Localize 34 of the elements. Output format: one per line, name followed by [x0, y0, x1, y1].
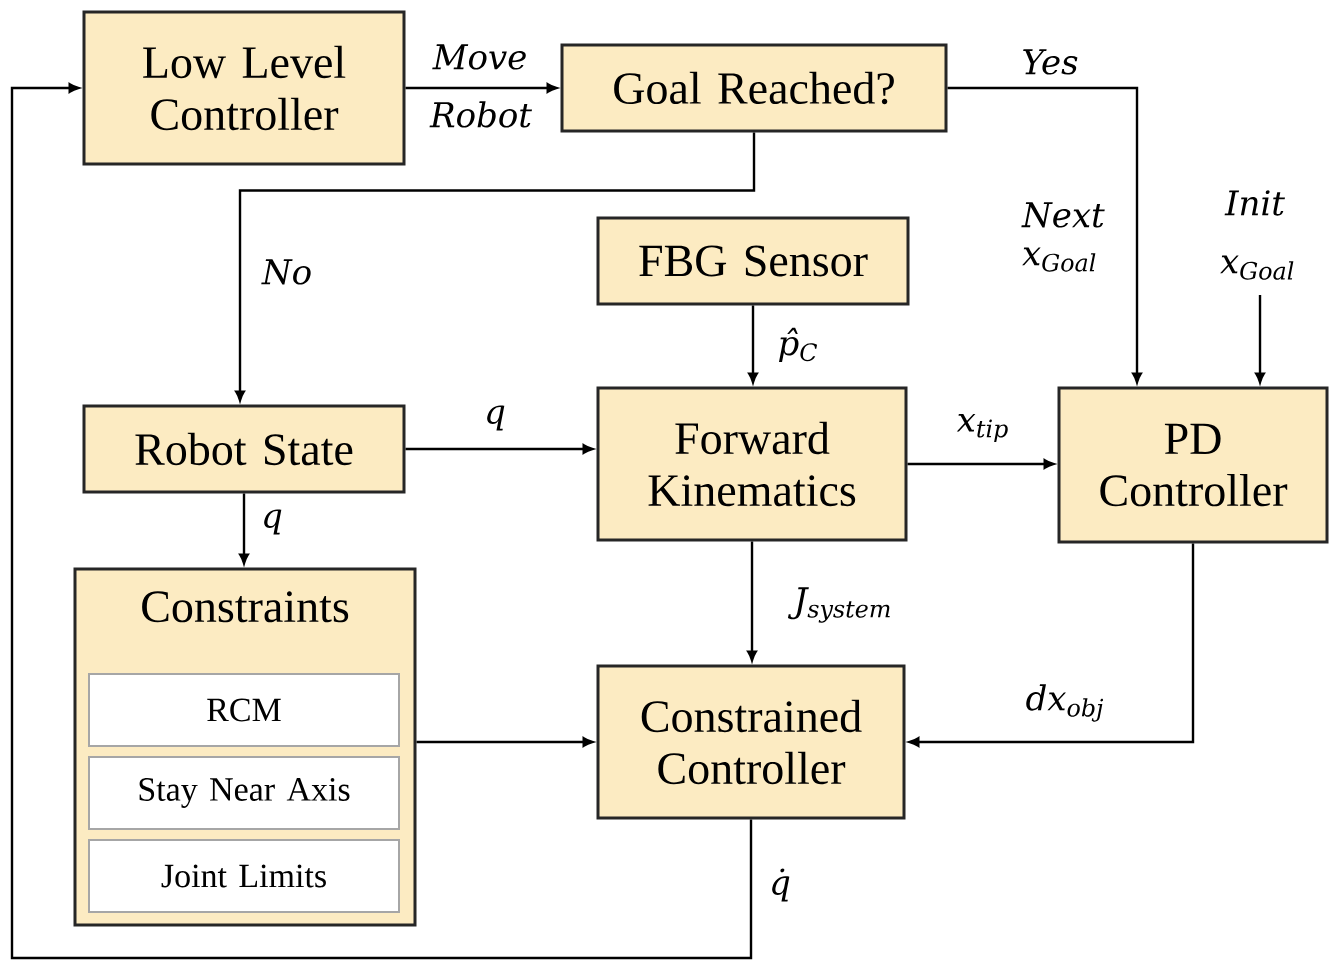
arrow	[10, 83, 753, 960]
edge-label: Init x$_{Goal}$	[1220, 190, 1294, 280]
arrow	[747, 541, 757, 662]
arrow	[405, 83, 558, 93]
edge-label: q̇	[767, 866, 793, 904]
edge-label: x$_{tip}$	[954, 411, 1012, 445]
constraint-box: Stay Near Axis	[88, 756, 400, 830]
constraint-box: RCM	[88, 673, 400, 747]
edge-label: p̂$_{C}$	[775, 325, 821, 365]
process-box: Robot State	[82, 404, 406, 494]
edge-label: dx$_{obj}$	[1023, 682, 1107, 724]
edge-label: Move Robot	[429, 44, 532, 128]
arrow	[1255, 295, 1265, 384]
arrow	[947, 86, 1142, 384]
arrow	[907, 459, 1055, 469]
arrow	[416, 737, 594, 747]
constraint-box: Joint Limits	[88, 839, 400, 913]
edge-label: Yes	[1019, 47, 1081, 77]
arrow	[235, 132, 756, 402]
edge-label: No	[259, 257, 315, 287]
process-box: Goal Reached?	[560, 43, 948, 133]
arrow	[908, 543, 1195, 747]
process-box: PD Controller	[1057, 386, 1329, 544]
arrow	[405, 444, 594, 454]
process-box: Low Level Controller	[82, 10, 406, 166]
signal-label: Next x$_{Goal}$	[1021, 202, 1105, 272]
arrow	[748, 305, 758, 384]
edge-label: q	[259, 507, 285, 537]
process-box: Forward Kinematics	[596, 386, 908, 542]
process-box: Constrained Controller	[596, 664, 906, 820]
arrow	[239, 493, 249, 565]
edge-label: q	[482, 403, 508, 433]
edge-label: J$_{system}$	[787, 585, 895, 625]
process-box: FBG Sensor	[596, 216, 910, 306]
